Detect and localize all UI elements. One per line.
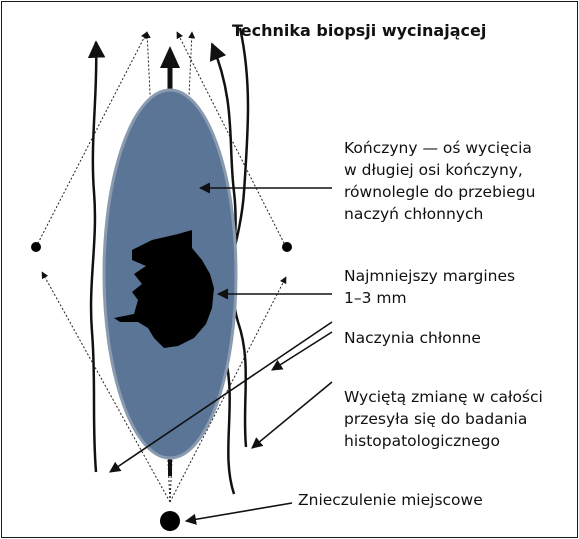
lymph-vessel-left [91, 42, 96, 472]
margin-label-line-2: 1–3 mm [344, 288, 407, 308]
diagram-title: Technika biopsji wycinającej [232, 21, 486, 41]
excised-label-line-2: przesyła się do badania [344, 409, 527, 429]
margin-label-line-1: Najmniejszy margines [344, 266, 515, 286]
axis-label-line-2: w długiej osi kończyny, [344, 160, 523, 180]
axis-top-arrowhead [160, 46, 180, 68]
axis-label-line-1: Kończyny — oś wycięcia [344, 138, 532, 158]
anesthesia-injection-dot [160, 511, 180, 531]
left-corner-dot [31, 242, 41, 252]
lymph-vessels-label: Naczynia chłonne [344, 328, 481, 348]
anesthesia-label: Znieczulenie miejscowe [298, 490, 483, 510]
excised-label-line-1: Wyciętą zmianę w całości [344, 387, 543, 407]
axis-label-line-4: naczyń chłonnych [344, 204, 483, 224]
right-corner-dot [282, 242, 292, 252]
axis-label-line-3: równolegle do przebiegu [344, 182, 535, 202]
excised-label-line-3: histopatologicznego [344, 431, 500, 451]
